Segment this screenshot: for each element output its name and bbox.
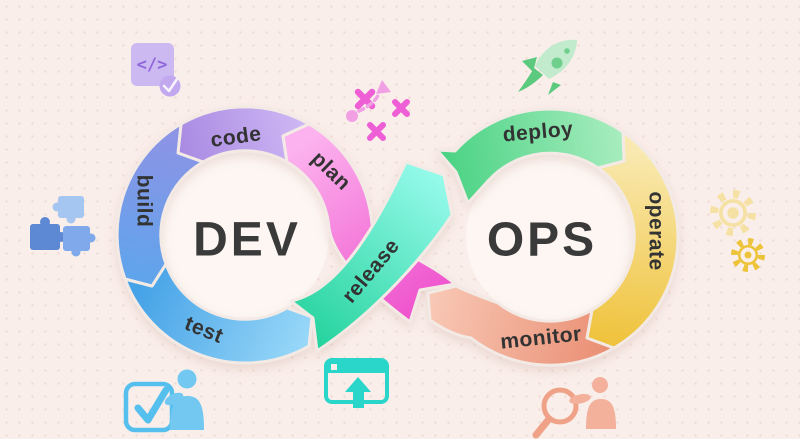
person-silhouette bbox=[569, 377, 616, 429]
code-check-icon: </> bbox=[131, 43, 181, 97]
gear-teeth bbox=[731, 238, 765, 272]
check-person-icon bbox=[123, 369, 204, 433]
ops-loop-inner-circle bbox=[466, 153, 634, 321]
stage-label-build: build bbox=[133, 175, 156, 228]
curved-arrow-path bbox=[357, 92, 381, 113]
browser-top-bar bbox=[326, 360, 387, 373]
check-icon bbox=[134, 386, 170, 424]
gear-teeth bbox=[710, 190, 756, 236]
stage-label-operate: operate bbox=[645, 191, 668, 270]
upload-arrow-icon bbox=[345, 377, 371, 408]
search-person-icon bbox=[532, 377, 616, 439]
strategy-icon bbox=[346, 80, 410, 141]
rocket-window bbox=[564, 48, 570, 54]
segment-deploy bbox=[435, 107, 626, 205]
magnifier-glass bbox=[541, 387, 579, 425]
rocket-window bbox=[551, 57, 563, 69]
rocket-fin bbox=[548, 82, 561, 95]
rocket-flame bbox=[518, 68, 543, 92]
ops-title: OPS bbox=[487, 214, 597, 267]
gears-icon bbox=[710, 190, 765, 272]
check-icon bbox=[162, 77, 179, 93]
segment-build bbox=[115, 122, 205, 288]
segment-release bbox=[289, 160, 454, 353]
segment-plan bbox=[281, 122, 457, 324]
puzzle-icon bbox=[30, 196, 96, 257]
browser-upload-icon bbox=[324, 358, 389, 408]
rocket-icon bbox=[518, 39, 577, 95]
x-mark-icon bbox=[367, 122, 386, 141]
segment-monitor bbox=[426, 284, 616, 367]
x-mark-icon bbox=[392, 99, 410, 117]
code-glyph: </> bbox=[137, 55, 168, 75]
segment-operate bbox=[585, 130, 680, 350]
dev-loop-inner-circle bbox=[161, 151, 329, 319]
person-silhouette bbox=[164, 369, 204, 430]
dot-icon bbox=[346, 110, 358, 122]
magnifier-handle bbox=[532, 415, 553, 439]
loop-segments bbox=[115, 105, 680, 367]
dev-title: DEV bbox=[193, 214, 301, 267]
arrowhead-icon bbox=[376, 80, 391, 94]
rocket-fin bbox=[522, 57, 537, 72]
